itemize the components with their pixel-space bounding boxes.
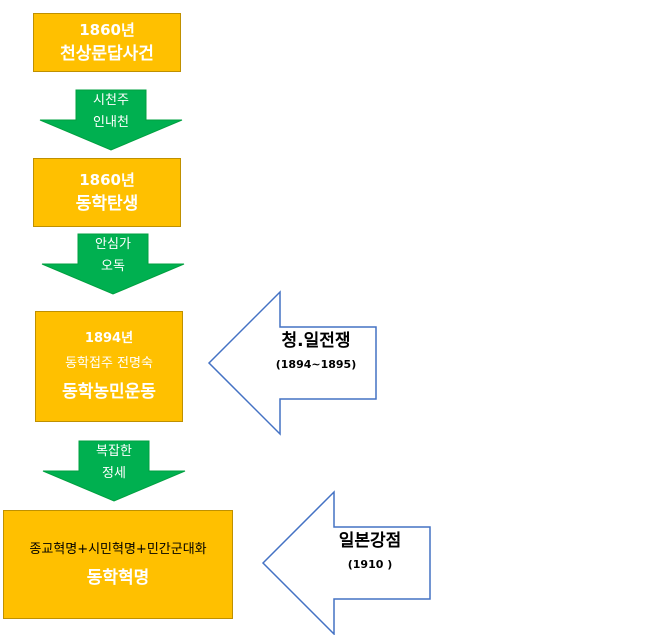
down-arrow-label-line: 안심가 xyxy=(95,237,131,252)
down-arrow-3-label: 복잡한 정세 xyxy=(79,441,149,485)
box-subtitle: 동학접주 전명숙 xyxy=(65,355,153,371)
side-arrow-title: 일본강점 xyxy=(338,531,402,551)
down-arrow-label-line: 복잡한 xyxy=(96,444,132,459)
down-arrow-shape xyxy=(41,233,185,295)
box-title: 동학농민운동 xyxy=(62,381,156,402)
side-arrow-japanese-occupation xyxy=(261,490,431,635)
box-title: 동학탄생 xyxy=(75,193,139,214)
down-arrow-label-line: 인내천 xyxy=(93,115,129,130)
down-arrow-1-label: 시천주 인내천 xyxy=(76,90,146,134)
down-arrow-shape xyxy=(39,89,183,151)
box-year: 1860년 xyxy=(79,170,135,189)
box-year: 1894년 xyxy=(84,330,134,346)
side-arrow-shape xyxy=(207,290,377,436)
side-arrow-title: 청.일전쟁 xyxy=(281,331,351,351)
down-arrow-label-line: 시천주 xyxy=(93,93,129,108)
box-donghak-revolution: 종교혁명+시민혁명+민간군대화 동학혁명 xyxy=(3,510,233,619)
box-year: 1860년 xyxy=(79,20,135,39)
down-arrow-1 xyxy=(39,89,183,151)
box-1860-cheonsang: 1860년 천상문답사건 xyxy=(33,13,181,72)
side-arrow-2-label: 일본강점 (1910 ) xyxy=(318,527,422,575)
down-arrow-3 xyxy=(42,440,186,502)
box-1860-donghak-birth: 1860년 동학탄생 xyxy=(33,158,181,227)
box-subtitle: 종교혁명+시민혁명+민간군대화 xyxy=(29,541,207,557)
down-arrow-shape xyxy=(42,440,186,502)
side-arrow-sub: (1894~1895) xyxy=(275,358,357,371)
down-arrow-label-line: 정세 xyxy=(102,466,126,481)
down-arrow-2-label: 안심가 오독 xyxy=(78,234,148,278)
side-arrow-1-label: 청.일전쟁 (1894~1895) xyxy=(264,327,368,375)
side-arrow-sub: (1910 ) xyxy=(347,558,393,571)
down-arrow-2 xyxy=(41,233,185,295)
side-arrow-sino-japanese-war xyxy=(207,290,377,436)
box-title: 천상문답사건 xyxy=(60,43,154,64)
side-arrow-shape xyxy=(261,490,431,635)
box-title: 동학혁명 xyxy=(86,567,150,588)
down-arrow-label-line: 오독 xyxy=(101,259,125,274)
box-1894-peasant-movement: 1894년 동학접주 전명숙 동학농민운동 xyxy=(35,311,183,422)
